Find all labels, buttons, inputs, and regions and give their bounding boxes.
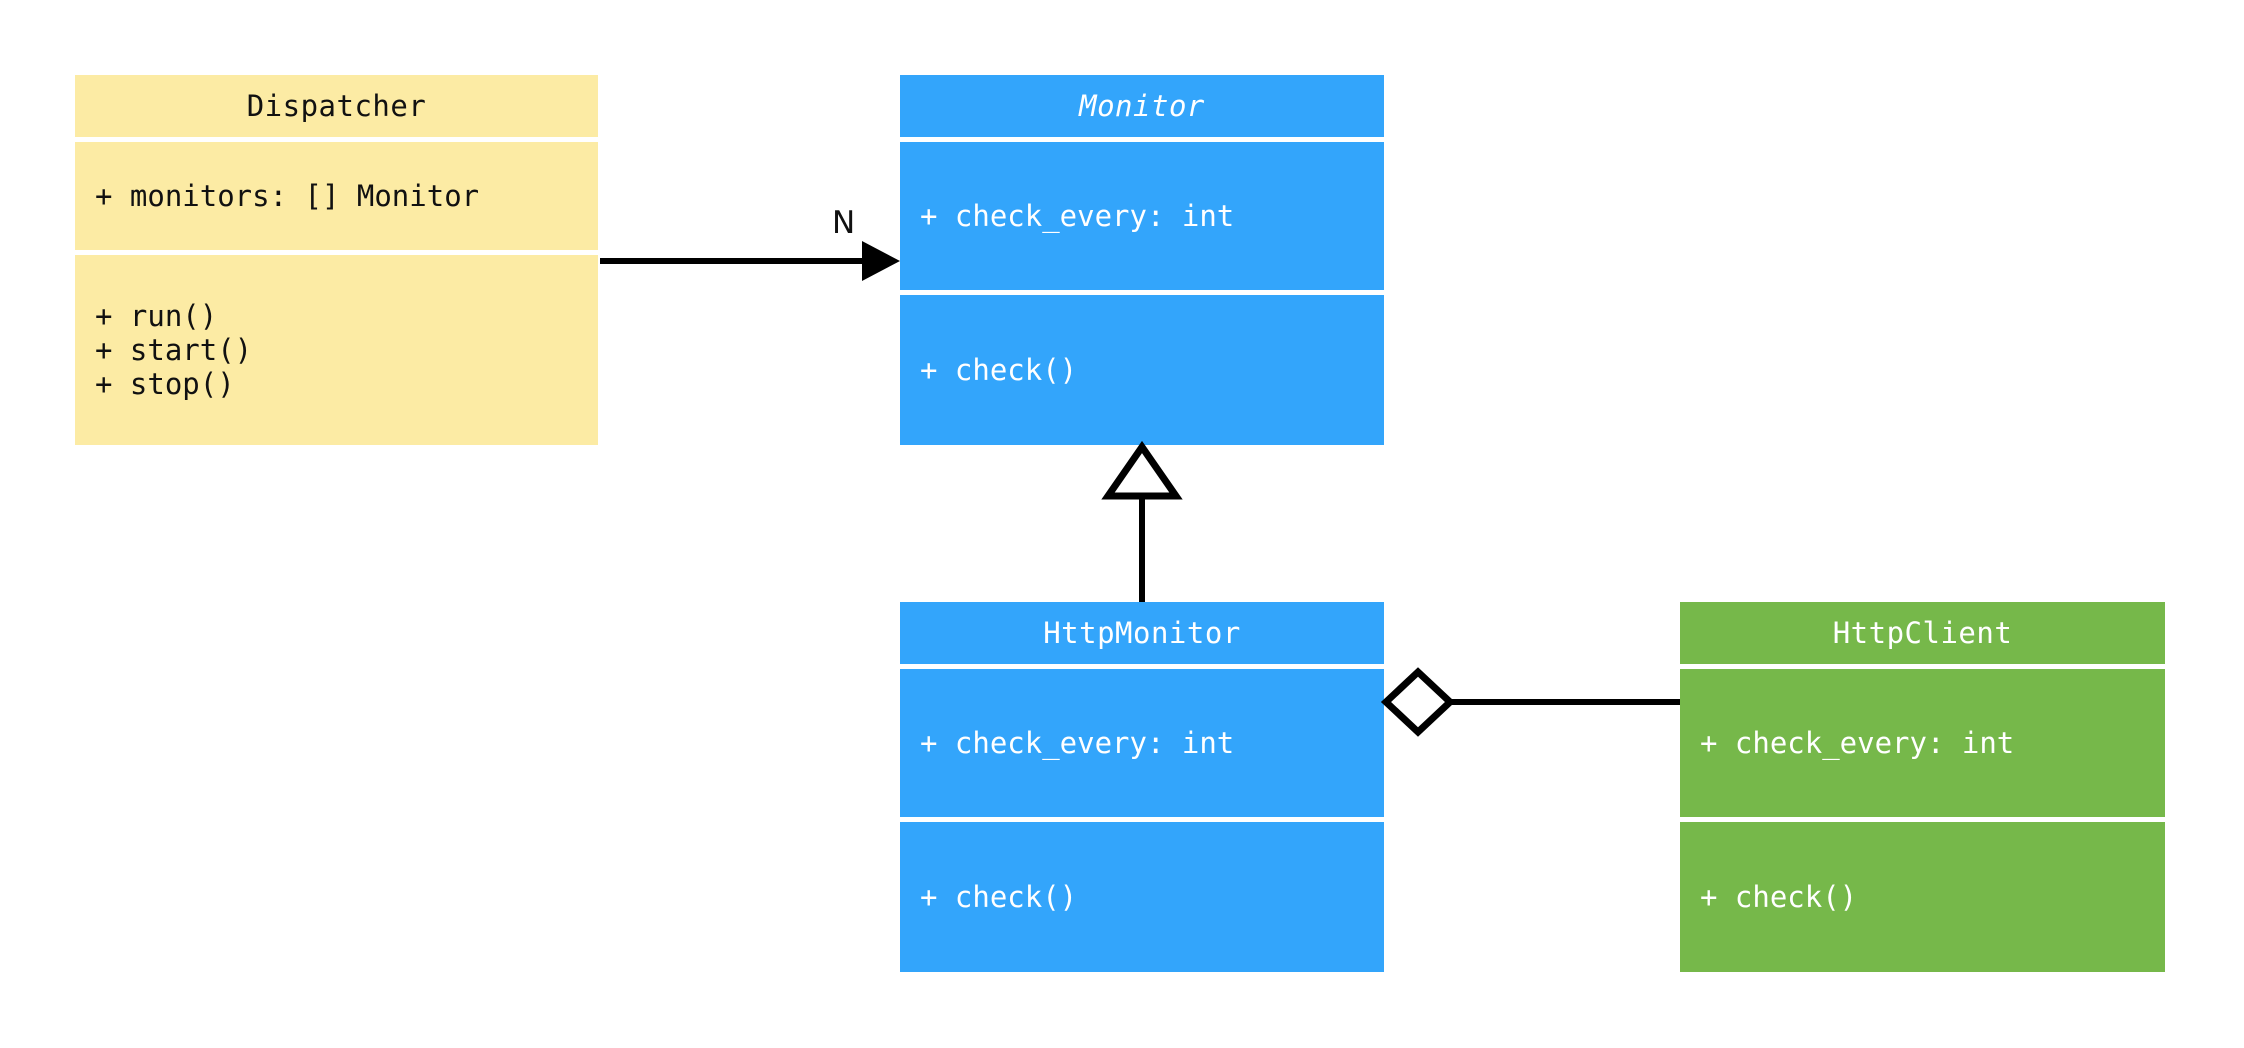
- attribute-row: + check_every: int: [920, 726, 1235, 760]
- class-name-http-client: HttpClient: [1832, 616, 2013, 650]
- compartment-divider: [900, 664, 1384, 669]
- class-title-http-client: HttpClient: [1680, 602, 2165, 664]
- class-attributes-monitor: + check_every: int: [900, 142, 1384, 290]
- class-box-dispatcher[interactable]: Dispatcher + monitors: [] Monitor + run(…: [75, 75, 598, 445]
- compartment-divider: [75, 250, 598, 255]
- method-row: + check(): [920, 353, 1078, 387]
- attribute-row: + monitors: [] Monitor: [95, 179, 480, 213]
- multiplicity-label-dispatcher-monitor: N: [832, 205, 856, 241]
- compartment-divider: [900, 817, 1384, 822]
- class-methods-http-monitor: + check(): [900, 822, 1384, 972]
- class-attributes-http-client: + check_every: int: [1680, 669, 2165, 817]
- attribute-row: + check_every: int: [920, 199, 1235, 233]
- hollow-diamond-icon: [1380, 667, 1456, 737]
- class-methods-dispatcher: + run() + start() + stop(): [75, 255, 598, 445]
- class-name-http-monitor: HttpMonitor: [1043, 616, 1241, 650]
- generalization-http-monitor-monitor: [1101, 440, 1183, 602]
- method-row: + stop(): [95, 367, 235, 401]
- class-box-monitor[interactable]: Monitor + check_every: int + check(): [900, 75, 1384, 445]
- method-row: + run(): [95, 299, 218, 333]
- class-attributes-dispatcher: + monitors: [] Monitor: [75, 142, 598, 250]
- compartment-divider: [1680, 817, 2165, 822]
- class-methods-monitor: + check(): [900, 295, 1384, 445]
- attribute-row: + check_every: int: [1700, 726, 2015, 760]
- class-box-http-monitor[interactable]: HttpMonitor + check_every: int + check(): [900, 602, 1384, 972]
- method-row: + check(): [1700, 880, 1858, 914]
- class-attributes-http-monitor: + check_every: int: [900, 669, 1384, 817]
- class-title-http-monitor: HttpMonitor: [900, 602, 1384, 664]
- class-methods-http-client: + check(): [1680, 822, 2165, 972]
- method-row: + check(): [920, 880, 1078, 914]
- class-name-dispatcher: Dispatcher: [246, 89, 427, 123]
- compartment-divider: [900, 290, 1384, 295]
- compartment-divider: [1680, 664, 2165, 669]
- association-dispatcher-monitor: [600, 241, 900, 281]
- compartment-divider: [75, 137, 598, 142]
- class-name-monitor: Monitor: [1079, 89, 1205, 123]
- class-title-dispatcher: Dispatcher: [75, 75, 598, 137]
- compartment-divider: [900, 137, 1384, 142]
- class-title-monitor: Monitor: [900, 75, 1384, 137]
- class-box-http-client[interactable]: HttpClient + check_every: int + check(): [1680, 602, 2165, 972]
- filled-arrowhead-icon: [862, 241, 900, 281]
- method-row: + start(): [95, 333, 253, 367]
- hollow-triangle-icon: [1101, 440, 1183, 500]
- aggregation-http-monitor-http-client: [1380, 667, 1680, 737]
